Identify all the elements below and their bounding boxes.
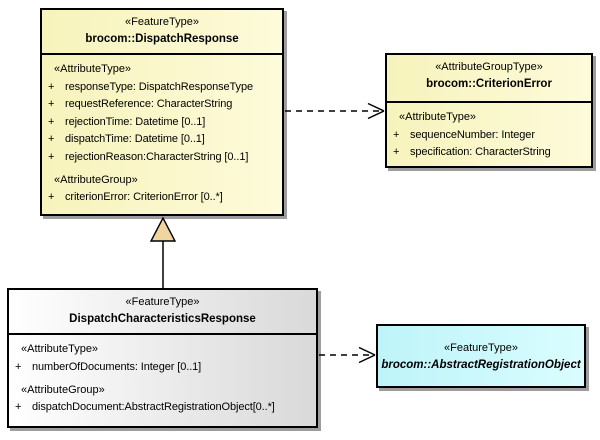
class-box-dispatch-response[interactable]: «FeatureType» brocom::DispatchResponse «…	[40, 8, 284, 216]
visibility-marker: +	[393, 146, 400, 159]
class-attributes-compartment: «AttributeType» + responseType: Dispatch…	[42, 55, 282, 206]
attribute-text: numberOfDocuments: Integer [0..1]	[32, 360, 202, 373]
generalization-triangle-arrowhead	[149, 216, 177, 242]
attribute-text: criterionError: CriterionError [0..*]	[65, 191, 223, 204]
attribute-row: + rejectionReason:CharacterString [0..1]	[42, 148, 282, 166]
visibility-marker: +	[15, 401, 22, 414]
attribute-text: requestReference: CharacterString	[65, 98, 233, 111]
class-attributes-compartment: «AttributeType» + sequenceNumber: Intege…	[387, 103, 591, 161]
visibility-marker: +	[48, 98, 55, 111]
visibility-marker: +	[48, 150, 55, 163]
section-header: «AttributeType»	[399, 111, 477, 123]
attribute-text: specification: CharacterString	[410, 146, 551, 159]
stereotype-label: «AttributeGroupType»	[435, 61, 543, 73]
class-name: brocom::DispatchResponse	[85, 33, 239, 45]
attribute-row: + rejectionTime: Datetime [0..1]	[42, 113, 282, 131]
class-attributes-compartment: «AttributeType» + numberOfDocuments: Int…	[9, 335, 316, 416]
attribute-row: + dispatchTime: Datetime [0..1]	[42, 131, 282, 149]
attribute-row: + dispatchDocument:AbstractRegistrationO…	[9, 399, 316, 417]
attribute-text: sequenceNumber: Integer	[410, 128, 535, 141]
class-header: «FeatureType» DispatchCharacteristicsRes…	[9, 290, 316, 335]
visibility-marker: +	[48, 133, 55, 146]
section-header: «AttributeGroup»	[21, 383, 105, 396]
attribute-row: + criterionError: CriterionError [0..*]	[42, 189, 282, 207]
visibility-marker: +	[48, 191, 55, 204]
section-header: «AttributeType»	[54, 63, 132, 75]
dependency-connector-criterion-error[interactable]	[285, 102, 385, 120]
visibility-marker: +	[393, 128, 400, 141]
class-box-dispatch-characteristics-response[interactable]: «FeatureType» DispatchCharacteristicsRes…	[7, 288, 318, 428]
class-box-abstract-registration-object[interactable]: «FeatureType» brocom::AbstractRegistrati…	[376, 324, 586, 388]
stereotype-label: «FeatureType»	[125, 16, 199, 28]
class-box-criterion-error[interactable]: «AttributeGroupType» brocom::CriterionEr…	[385, 53, 593, 168]
visibility-marker: +	[15, 360, 22, 373]
class-name: brocom::AbstractRegistrationObject	[381, 358, 581, 371]
section-header: «AttributeType»	[21, 343, 99, 355]
attribute-row: + requestReference: CharacterString	[42, 96, 282, 114]
open-arrowhead-icon	[358, 346, 376, 364]
attribute-text: rejectionReason:CharacterString [0..1]	[65, 150, 249, 163]
attribute-row: + sequenceNumber: Integer	[387, 126, 591, 144]
attribute-text: responseType: DispatchResponseType	[65, 80, 253, 93]
attribute-text: dispatchDocument:AbstractRegistrationObj…	[32, 401, 275, 414]
visibility-marker: +	[48, 115, 55, 128]
class-name: DispatchCharacteristicsResponse	[69, 313, 256, 325]
attribute-row: + specification: CharacterString	[387, 144, 591, 162]
attribute-text: rejectionTime: Datetime [0..1]	[65, 115, 206, 128]
open-arrowhead-icon	[367, 102, 385, 120]
dependency-connector-abstract-registration-object[interactable]	[319, 346, 376, 364]
stereotype-label: «FeatureType»	[125, 296, 200, 308]
section-header: «AttributeGroup»	[54, 173, 138, 186]
class-header: «AttributeGroupType» brocom::CriterionEr…	[387, 55, 591, 103]
generalization-connector[interactable]	[149, 216, 177, 289]
attribute-row: + numberOfDocuments: Integer [0..1]	[9, 358, 316, 376]
attribute-row: + responseType: DispatchResponseType	[42, 78, 282, 96]
class-name: brocom::CriterionError	[426, 78, 552, 90]
visibility-marker: +	[48, 80, 55, 93]
class-header: «FeatureType» brocom::DispatchResponse	[42, 10, 282, 55]
stereotype-label: «FeatureType»	[444, 341, 518, 354]
attribute-text: dispatchTime: Datetime [0..1]	[65, 133, 205, 146]
